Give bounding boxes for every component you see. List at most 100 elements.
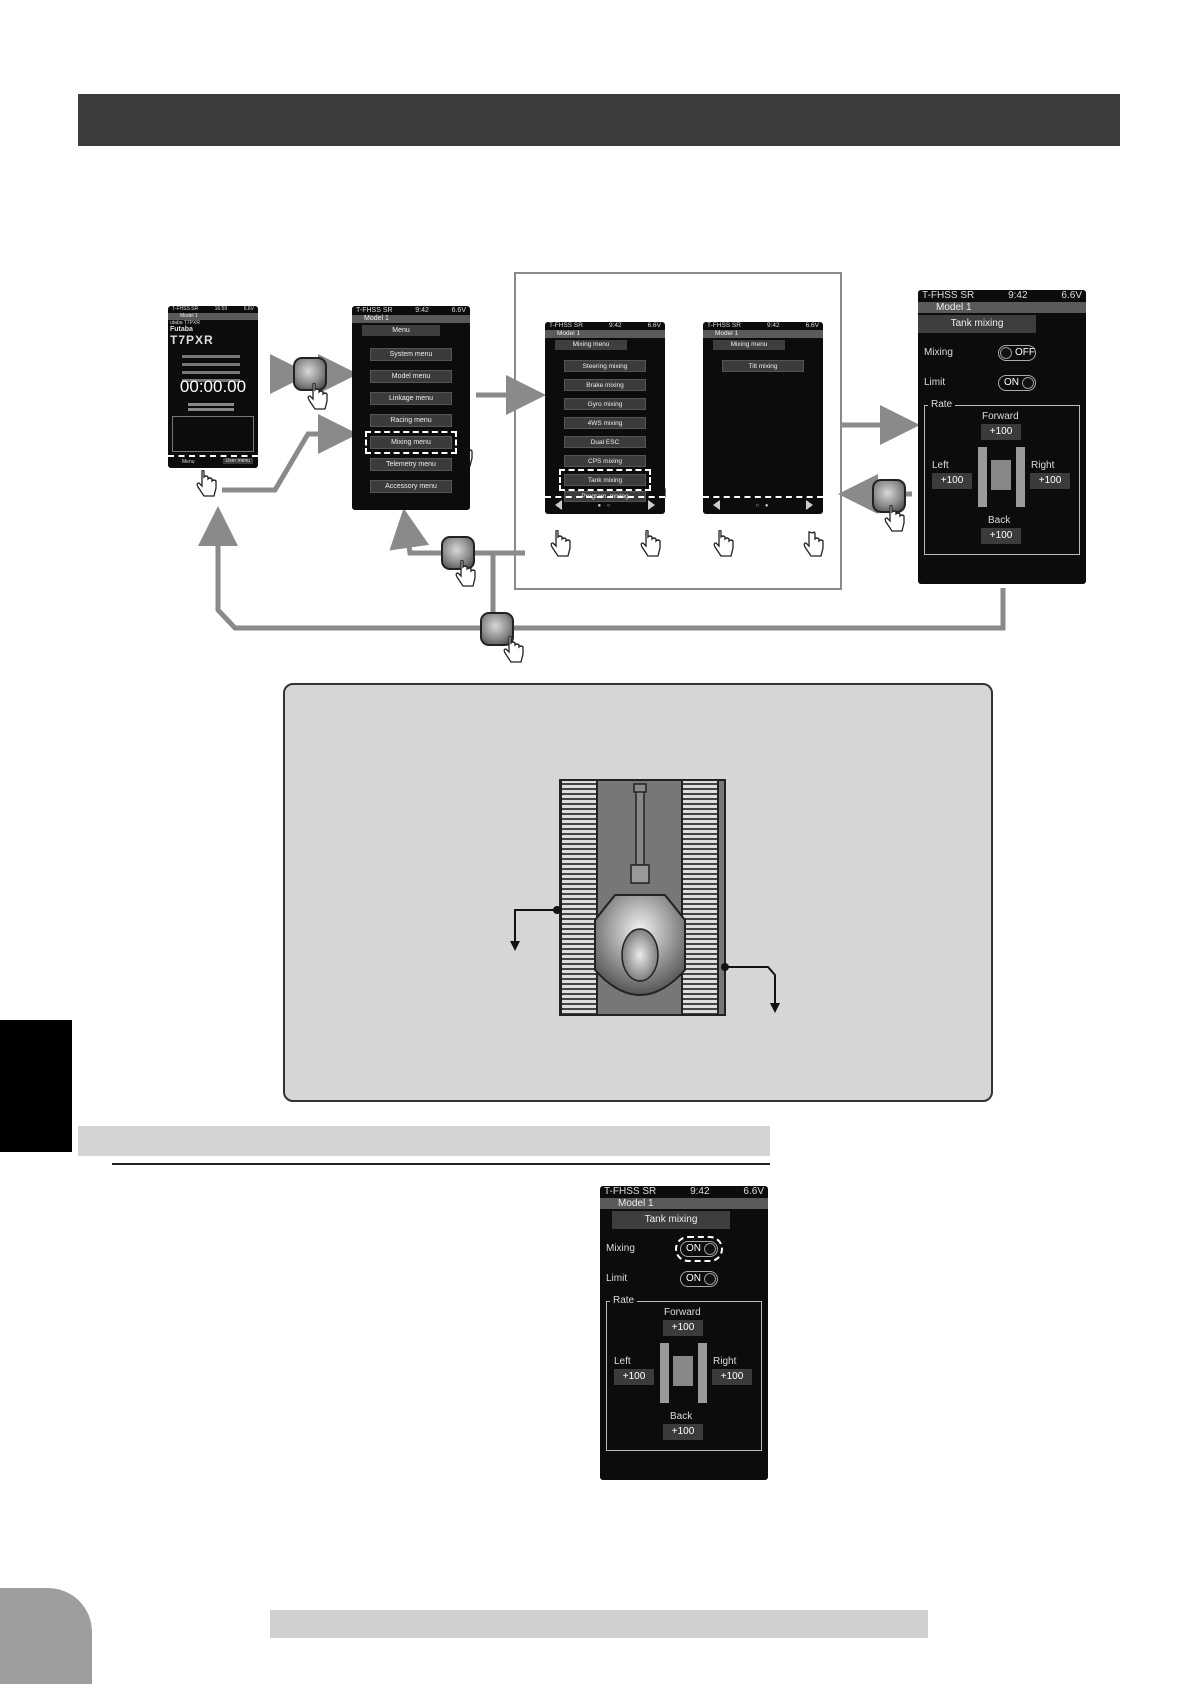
model-name: Model 1 [545, 330, 665, 338]
page-nav-bar: ● ○ [545, 496, 665, 514]
model-name: Model 1 [600, 1198, 768, 1209]
timer-bars [172, 402, 254, 412]
hand-pointer-icon [640, 530, 661, 557]
protocol-label: T-FHSS SR [172, 306, 199, 312]
mixing-toggle[interactable]: OFF [998, 345, 1036, 361]
right-track-icon [681, 779, 719, 1016]
protocol-label: T-FHSS SR [549, 322, 583, 329]
cps-mixing-button[interactable]: CPS mixing [564, 455, 646, 467]
left-track-bar [978, 447, 987, 507]
right-value[interactable]: +100 [712, 1369, 752, 1385]
mixing-menu-page2-screen: T-FHSS SR 9:42 6.6V Model 1 Mixing menu Ti… [703, 322, 823, 514]
tank-mixing-button[interactable]: Tank mixing [559, 469, 651, 491]
right-value[interactable]: +100 [1030, 473, 1070, 489]
model-name: Model 1 [703, 330, 823, 338]
racing-menu-button[interactable]: Racing menu [370, 414, 452, 427]
arrow-return-menu [389, 508, 525, 556]
rate-label: Rate [928, 399, 956, 410]
rate-label: Rate [610, 1295, 638, 1306]
forward-value[interactable]: +100 [663, 1320, 703, 1336]
steering-mixing-button[interactable]: Steering mixing [564, 360, 646, 372]
forward-value[interactable]: +100 [981, 424, 1021, 440]
page-indicator-icon: ● ○ [597, 503, 613, 509]
model-name: Model 1 [352, 315, 470, 323]
left-label: Left [932, 460, 949, 471]
battery-label: 6.6V [743, 1186, 764, 1197]
model-menu-button[interactable]: Model menu [370, 370, 452, 383]
protocol-label: T-FHSS SR [604, 1186, 657, 1197]
back-value[interactable]: +100 [981, 528, 1021, 544]
hand-pointer-icon [803, 531, 824, 557]
tank-back-hard-button[interactable] [872, 479, 906, 513]
back-label: Back [670, 1411, 693, 1422]
left-value[interactable]: +100 [614, 1369, 654, 1385]
tank-mini-icon [991, 460, 1011, 490]
screen-title: Mixing menu [713, 340, 785, 350]
battery-label: 6.6V [805, 322, 819, 329]
gyro-mixing-button[interactable]: Gyro mixing [564, 398, 646, 410]
toggle-knob [704, 1243, 716, 1255]
hand-pointer-icon [455, 560, 476, 587]
screen-title: Tank mixing [612, 1211, 730, 1229]
brand-logo: Futaba [170, 326, 193, 333]
limit-toggle[interactable]: ON [680, 1271, 718, 1287]
accessory-menu-button[interactable]: Accessory menu [370, 480, 452, 493]
hand-pointer-icon [196, 470, 217, 497]
toggle-knob [1022, 377, 1034, 389]
prev-page-icon[interactable] [713, 500, 720, 510]
time-label: 9:42 [608, 322, 622, 329]
mixing-menu-button[interactable]: Mixing menu [365, 431, 457, 454]
home-return-hard-button[interactable] [480, 612, 514, 646]
protocol-label: T-FHSS SR [356, 307, 393, 314]
left-track-pointer [514, 909, 557, 943]
time-label: 9:42 [415, 307, 429, 314]
right-track-bar [1016, 447, 1025, 507]
limit-toggle[interactable]: ON [998, 375, 1036, 391]
page-number-tab [0, 1588, 92, 1684]
4ws-mixing-button[interactable]: 4WS mixing [564, 417, 646, 429]
tank-mini-icon [673, 1356, 693, 1386]
page-indicator-icon: ○ ● [755, 503, 771, 509]
back-value[interactable]: +100 [663, 1424, 703, 1440]
next-page-icon[interactable] [806, 500, 813, 510]
battery-label: 6.6V [451, 307, 466, 314]
left-track-bar [660, 1343, 669, 1403]
tank-illustration-box [283, 683, 993, 1102]
protocol-label: T-FHSS SR [707, 322, 741, 329]
user-menu-softkey[interactable]: User menu [222, 458, 253, 464]
hatch-icon [621, 928, 659, 982]
mixing-menu-group-frame [514, 272, 842, 590]
telemetry-menu-button[interactable]: Telemetry menu [370, 458, 452, 471]
hand-pointer-icon [550, 530, 571, 557]
mixing-toggle[interactable]: ON [675, 1236, 723, 1262]
arrow-home-menu-button [222, 414, 358, 493]
forward-label: Forward [664, 1307, 701, 1318]
home-menu-hard-button[interactable] [293, 357, 327, 391]
left-value[interactable]: +100 [932, 473, 972, 489]
tilt-mixing-button[interactable]: Tilt mixing [722, 360, 804, 372]
screen-title: Tank mixing [918, 315, 1036, 333]
prev-page-icon[interactable] [555, 500, 562, 510]
hand-pointer-icon [713, 530, 734, 557]
screen-title: Mixing menu [555, 340, 627, 350]
system-menu-button[interactable]: System menu [370, 348, 452, 361]
limit-state: ON [686, 1273, 701, 1284]
battery-label: 6.6V [243, 306, 254, 312]
time-label: 9:42 [766, 322, 780, 329]
toggle-knob [704, 1273, 716, 1285]
next-page-icon[interactable] [648, 500, 655, 510]
toggle-knob [1000, 347, 1012, 359]
left-label: Left [614, 1356, 631, 1367]
hand-pointer-icon [307, 383, 328, 410]
brake-mixing-button[interactable]: Brake mixing [564, 379, 646, 391]
menu-softkey[interactable]: Menu [182, 459, 195, 465]
linkage-menu-button[interactable]: Linkage menu [370, 392, 452, 405]
radio-logo: T7PXR [170, 333, 214, 347]
return-hard-button[interactable] [441, 536, 475, 570]
right-label: Right [713, 1356, 737, 1367]
section-heading-bar [78, 1126, 770, 1156]
dual-esc-button[interactable]: Dual ESC [564, 436, 646, 448]
